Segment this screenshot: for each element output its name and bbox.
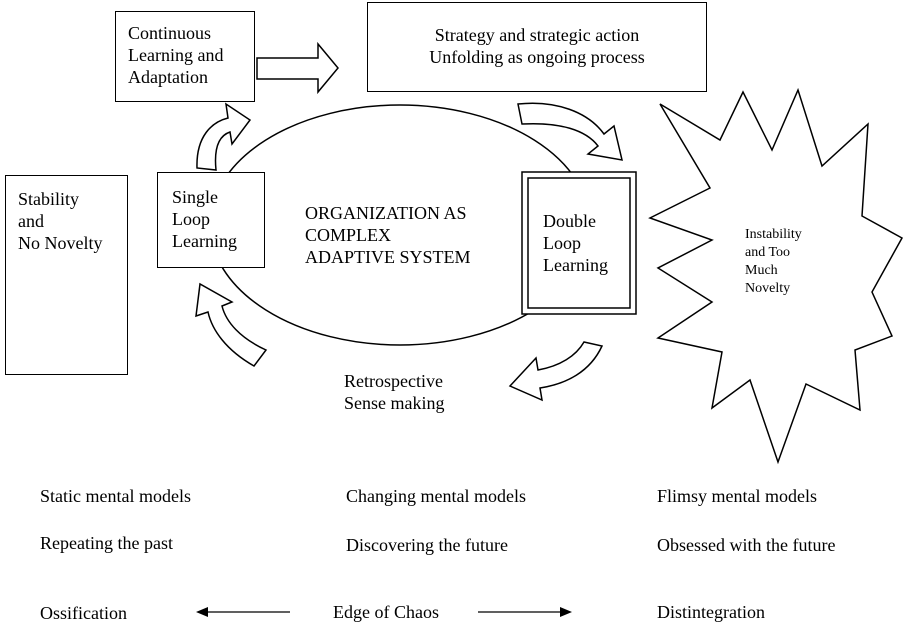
arrow-retrospective-to-single bbox=[195, 282, 268, 367]
stability-line-3: No Novelty bbox=[18, 233, 103, 253]
discovering-the-future: Discovering the future bbox=[346, 535, 508, 555]
strategy-label: Strategy and strategic action Unfolding … bbox=[367, 24, 707, 68]
arrow-single-to-continuous bbox=[196, 102, 252, 171]
double-loop-line-3: Learning bbox=[543, 255, 608, 275]
continuous-learning-box bbox=[115, 11, 255, 102]
single-loop-line-1: Single bbox=[172, 187, 219, 207]
instability-line-1: Instability bbox=[745, 227, 802, 242]
double-loop-inner-frame bbox=[527, 177, 631, 309]
arrow-to-strategy bbox=[256, 41, 339, 95]
retrospective-line-1: Retrospective bbox=[344, 371, 443, 391]
changing-mental-models: Changing mental models bbox=[346, 486, 526, 506]
arrow-to-disintegration bbox=[478, 607, 572, 617]
organization-line-2: COMPLEX bbox=[305, 225, 392, 245]
retrospective-line-2: Sense making bbox=[344, 393, 445, 413]
single-loop-line-3: Learning bbox=[172, 231, 237, 251]
arrow-strategy-to-double bbox=[517, 102, 623, 161]
instability-line-4: Novelty bbox=[745, 281, 791, 296]
stability-line-2: and bbox=[18, 211, 44, 231]
strategy-line-2: Unfolding as ongoing process bbox=[429, 47, 645, 67]
double-loop-line-1: Double bbox=[543, 211, 596, 231]
stability-label: Stability and No Novelty bbox=[18, 188, 103, 254]
instability-line-3: Much bbox=[745, 263, 778, 278]
continuous-learning-label: Continuous Learning and Adaptation bbox=[128, 22, 223, 88]
instability-line-2: and Too bbox=[745, 245, 791, 260]
continuous-line-2: Learning and bbox=[128, 45, 224, 65]
stability-box bbox=[5, 175, 128, 375]
flimsy-mental-models: Flimsy mental models bbox=[657, 486, 817, 506]
instability-label: Instability and Too Much Novelty bbox=[745, 226, 802, 298]
organization-line-1: ORGANIZATION AS bbox=[305, 203, 467, 223]
arrow-double-to-retrospective bbox=[508, 341, 604, 402]
strategy-box bbox=[367, 2, 707, 92]
ossification-label: Ossification bbox=[40, 603, 127, 623]
single-loop-box bbox=[157, 172, 265, 268]
organization-label: ORGANIZATION AS COMPLEX ADAPTIVE SYSTEM bbox=[305, 202, 471, 268]
arrow-to-ossification bbox=[196, 607, 290, 617]
double-loop-label: Double Loop Learning bbox=[543, 210, 608, 276]
continuous-line-1: Continuous bbox=[128, 23, 212, 43]
instability-star bbox=[648, 87, 904, 465]
obsessed-with-the-future: Obsessed with the future bbox=[657, 535, 836, 555]
static-mental-models: Static mental models bbox=[40, 486, 191, 506]
stability-line-1: Stability bbox=[18, 189, 80, 209]
disintegration-label: Distintegration bbox=[657, 602, 765, 622]
double-loop-line-2: Loop bbox=[543, 233, 581, 253]
edge-of-chaos-label: Edge of Chaos bbox=[333, 602, 439, 622]
repeating-the-past: Repeating the past bbox=[40, 533, 173, 553]
retrospective-label: Retrospective Sense making bbox=[344, 370, 445, 414]
organization-line-3: ADAPTIVE SYSTEM bbox=[305, 247, 471, 267]
single-loop-label: Single Loop Learning bbox=[172, 186, 237, 252]
continuous-line-3: Adaptation bbox=[128, 67, 208, 87]
strategy-line-1: Strategy and strategic action bbox=[434, 25, 640, 45]
single-loop-line-2: Loop bbox=[172, 209, 210, 229]
